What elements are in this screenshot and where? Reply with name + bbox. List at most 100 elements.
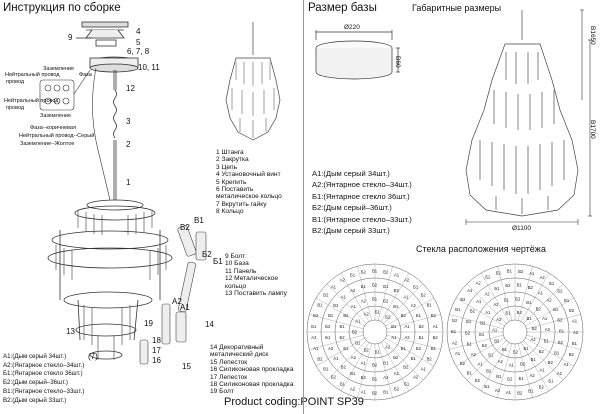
layout-spoke: [340, 342, 370, 391]
glass-legend-item: A2:(Янтарное стекло–34шт.): [3, 361, 85, 369]
layout-glass-label: B1: [526, 300, 532, 305]
layout-glass-label: A2: [531, 337, 537, 342]
layout-glass-label: B1: [383, 390, 389, 395]
layout-glass-label: Б2: [421, 293, 427, 298]
wiring-label-neutral-top: Нейтральный провод: [5, 72, 60, 78]
layout-glass-label: A1: [564, 362, 570, 367]
layout-glass-label: B1: [527, 316, 533, 321]
layout-glass-label: A2: [350, 386, 356, 391]
layout-glass-label: B1: [559, 329, 565, 334]
layout-glass-label: Б2: [557, 317, 563, 322]
layout-glass-label: Б1: [350, 273, 356, 278]
layout-glass-label: B2: [403, 365, 409, 370]
part-item: 5 Крепить: [216, 178, 247, 186]
layout-spoke: [386, 334, 441, 350]
layout-glass-label: B1: [502, 347, 508, 352]
callout-13: 13: [66, 327, 75, 336]
layout-glass-label: A2: [350, 288, 356, 293]
layout-glass-label: A2: [547, 298, 553, 303]
layout-glass-label: A1: [540, 368, 546, 373]
layout-glass-label: Б1: [488, 353, 494, 358]
divider: [303, 0, 304, 414]
overall-diameter: Ø1100: [512, 225, 532, 232]
layout-glass-label: B2: [401, 313, 407, 318]
wire-color-phase: Фаза--коричневая: [30, 125, 76, 131]
part-item: 9 Болт: [225, 253, 246, 260]
callout-5: 5: [136, 38, 141, 47]
layout-glass-label: A1: [313, 346, 319, 351]
part-item: металическое кольцо: [216, 193, 282, 201]
layout-glass-label: B1: [528, 388, 534, 393]
layout-glass-label: Б2: [517, 310, 523, 315]
part-item: 6 Поставить: [216, 186, 254, 194]
layout-spoke: [480, 342, 510, 391]
layout-glass-label: Б1: [416, 313, 422, 318]
layout-glass-label: B1: [372, 269, 378, 274]
layout-spoke: [466, 340, 507, 381]
layout-glass-label: A2: [498, 359, 504, 364]
glass-legend-item: A1:(Дым серый 34шт.): [3, 353, 67, 360]
glass-legend-item: Б1:(Янтарное стекло 36шт.): [3, 370, 83, 378]
callout-9: 9: [68, 33, 73, 42]
callout-4: 4: [136, 27, 141, 36]
layout-glass-label: B1: [323, 366, 329, 371]
layout-glass-label: B1: [391, 324, 397, 329]
wiring-label-phase: Фаза: [79, 72, 92, 78]
layout-glass-label: A1: [529, 271, 535, 276]
layout-spoke: [316, 297, 365, 327]
wiring-label-ground-bottom: Заземление: [40, 113, 72, 119]
glass-legend-item: B1:(Янтарное стекло–33шт.): [3, 387, 85, 395]
layout-glass-label: Б2: [393, 355, 399, 360]
layout-glass-label: B2: [341, 365, 347, 370]
part-item: 17 Лепесток: [210, 373, 248, 381]
layout-spoke: [520, 273, 550, 322]
layout-glass-label: Б2: [313, 313, 319, 318]
layout-glass-label: A1: [476, 299, 482, 304]
layout-spoke: [316, 337, 365, 367]
layout-glass-label: B2: [528, 285, 534, 290]
layout-glass-label: A2: [364, 311, 370, 316]
part-item: 4 Установочный винт: [216, 171, 281, 179]
layout-spoke: [526, 314, 581, 330]
layout-glass-label: A2: [411, 303, 417, 308]
layout-glass-label: A1: [421, 366, 427, 371]
layout-glass-label: Б2: [385, 314, 391, 319]
layout-glass-label: Б2: [496, 271, 502, 276]
layout-spoke: [497, 266, 513, 321]
layout-glass-label: B1: [340, 324, 346, 329]
layout-glass-label: B1: [466, 319, 472, 324]
layout-spoke: [497, 343, 513, 398]
part-item: 19 Болт: [210, 388, 234, 396]
layout-glass-label: B2: [323, 293, 329, 298]
layout-glass-label: Б1: [311, 324, 317, 329]
layout-glass-label: B2: [494, 339, 500, 344]
callout-18: 18: [152, 336, 161, 345]
callout-a2: A2: [172, 297, 182, 306]
layout-glass-label: A1: [433, 324, 439, 329]
layout-spoke: [357, 343, 373, 398]
layout-glass-label: A2: [413, 375, 419, 380]
layout-glass-label: A1: [538, 290, 544, 295]
callout-16: 16: [152, 356, 161, 365]
layout-glass-label: A1: [394, 273, 400, 278]
callout-19: 19: [144, 319, 153, 328]
part-item: 2 Закрутка: [216, 156, 249, 164]
layout-spoke: [377, 343, 393, 398]
overall-title: Габаритные размеры: [412, 3, 502, 13]
layout-glass-label: A1: [405, 324, 411, 329]
layout-glass-label: A1: [331, 284, 337, 289]
layout-glass-label: Б1: [375, 349, 381, 354]
layout-spoke: [326, 340, 367, 381]
layout-glass-label: Б1: [544, 338, 550, 343]
callout-15: 15: [182, 362, 191, 371]
layout-spoke: [517, 266, 533, 321]
layout-glass-label: Б1: [340, 381, 346, 386]
layout-spoke: [385, 337, 434, 367]
callout-bb2: Б2: [202, 250, 212, 259]
callout-1: 1: [126, 178, 131, 187]
layout-glass-label: A2: [351, 355, 357, 360]
layout-spoke: [520, 342, 550, 391]
layout-glass-label: Б1: [494, 286, 500, 291]
layout-glass-label: A1: [361, 390, 367, 395]
